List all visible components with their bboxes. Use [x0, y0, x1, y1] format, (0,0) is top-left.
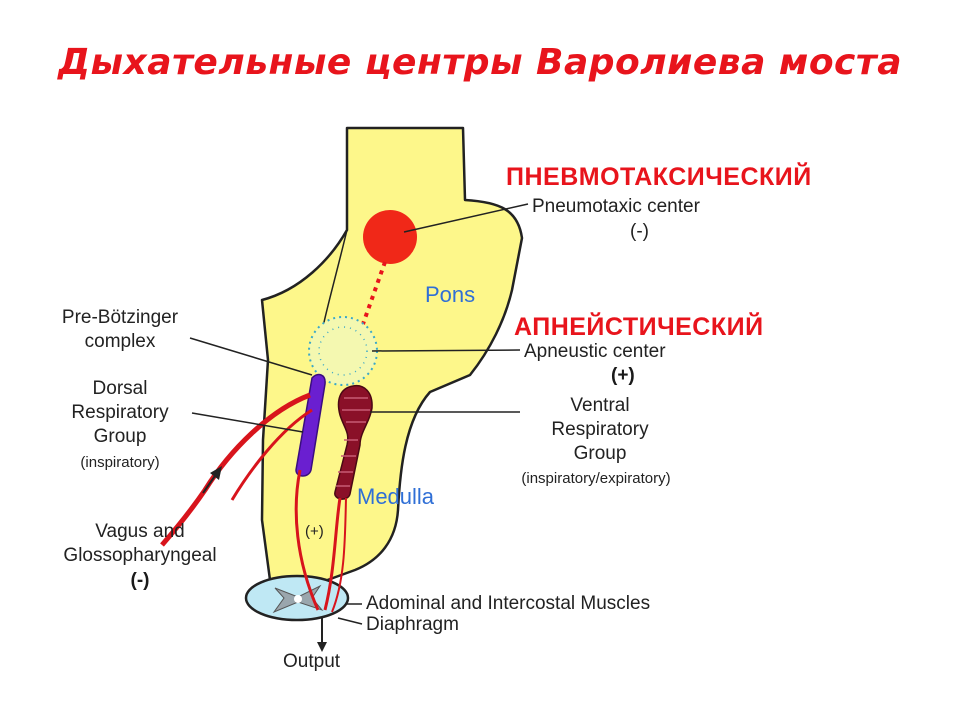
central-canal [294, 595, 302, 603]
dorsal-respiratory-group [295, 373, 326, 477]
apneustic-ru-label: АПНЕЙСТИЧЕСКИЙ [514, 313, 764, 341]
dorsal-label-line3: Group [93, 426, 147, 447]
dorsal-output-nerve [294, 469, 320, 611]
medulla-label: Medulla [357, 484, 435, 509]
pneumotaxic-sign: (-) [630, 221, 649, 242]
afferent-arrow-head [210, 466, 222, 480]
diaphragm-label: Diaphragm [366, 614, 459, 635]
ventral-label-line1: Ventral [570, 395, 630, 416]
ventral-group-striations [336, 397, 370, 487]
brainstem-outline [260, 126, 524, 592]
ventral-label-line2: Respiratory [551, 419, 649, 440]
pneumotaxic-ru-label: ПНЕВМОТАКСИЧЕСКИЙ [506, 163, 812, 191]
apneustic-sign: (+) [611, 365, 635, 386]
apneustic-center-inner [318, 326, 368, 376]
vagus-nerve-2 [230, 408, 313, 501]
pneumotaxic-nucleus [363, 210, 417, 264]
vagus-label-line2: Glossopharyngeal [63, 545, 217, 566]
pre-botzinger-label-line1: Pre-Bötzinger [61, 307, 179, 328]
output-label: Output [283, 651, 341, 672]
leader-diaphragm [337, 617, 363, 625]
leader-dorsal [191, 412, 304, 433]
page-title: Дыхательные центры Варолиева моста [57, 42, 903, 83]
abdominal-muscles-label: Adominal and Intercostal Muscles [366, 593, 651, 614]
dorsal-label-note: (inspiratory) [80, 454, 160, 471]
pons-label: Pons [425, 282, 476, 307]
leader-apneustic [371, 349, 521, 352]
output-arrow-head [317, 642, 327, 652]
spinal-plus-sign: (+) [305, 523, 324, 540]
dorsal-label-line1: Dorsal [92, 378, 148, 399]
vagus-sign: (-) [130, 570, 150, 591]
apneustic-center-label: Apneustic center [524, 341, 666, 362]
ventral-label-line3: Group [573, 443, 627, 464]
pneumotaxic-center-label: Pneumotaxic center [532, 196, 700, 217]
ventral-label-note: (inspiratory/expiratory) [521, 470, 671, 487]
dorsal-label-line2: Respiratory [71, 402, 169, 423]
ventral-output-nerve-2 [331, 497, 347, 613]
pre-botzinger-label-line2: complex [84, 331, 156, 352]
leader-pre-botzinger [189, 337, 313, 376]
leader-pneumotaxic [403, 203, 529, 233]
vagus-label-line1: Vagus and [95, 521, 185, 542]
ventral-output-nerve [323, 497, 342, 611]
